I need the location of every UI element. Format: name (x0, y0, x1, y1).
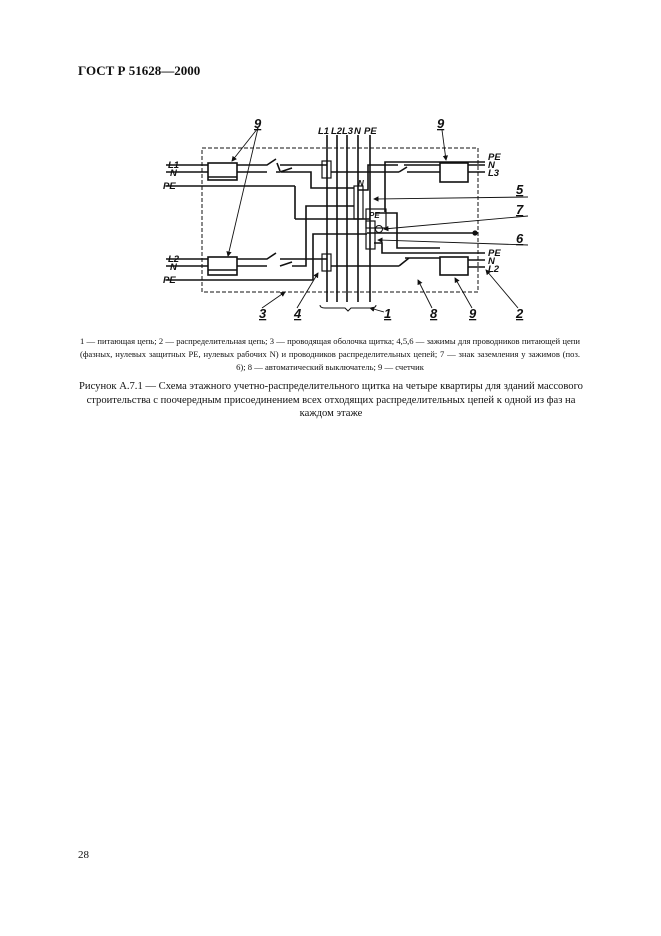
bus-label: L1 (318, 126, 329, 137)
bus-label: PE (364, 126, 377, 137)
wire-label: N (170, 168, 178, 179)
figure-legend: 1 — питающая цепь; 2 — распределительная… (80, 336, 580, 372)
callout-7: 7 (516, 202, 524, 217)
bus-label: L2 (331, 126, 343, 137)
callout-9: 9 (437, 116, 445, 131)
callout-6: 6 (516, 231, 524, 246)
wire-label: L3 (488, 168, 500, 179)
bus-label: N (354, 126, 362, 137)
wire-label: N (488, 256, 496, 267)
terminal-label: PE (369, 211, 380, 220)
wire-label: L1 (168, 160, 179, 171)
wiring-diagram: L1 L2 L3 N PE L1 N PE L2 N PE PE N L3 PE… (163, 116, 529, 321)
enclosure (201, 147, 479, 293)
wire-label: L2 (168, 254, 180, 265)
wire-label: N (488, 160, 496, 171)
callout-4: 4 (293, 306, 302, 321)
wire-label: PE (488, 152, 501, 163)
terminal-label: N (358, 179, 364, 188)
wire-label: PE (488, 248, 501, 259)
figure-caption: Рисунок А.7.1 — Схема этажного учетно-ра… (79, 381, 583, 419)
callout-5: 5 (516, 182, 524, 197)
bus-label: L3 (342, 126, 354, 137)
wire-label: PE (163, 181, 176, 192)
callout-2: 2 (515, 306, 524, 321)
callout-9: 9 (254, 116, 262, 131)
page-number: 28 (78, 849, 89, 861)
callout-8: 8 (430, 306, 438, 321)
wire-label: PE (163, 275, 176, 286)
wire-label: L2 (488, 264, 500, 275)
page-header: ГОСТ Р 51628—2000 (78, 63, 201, 78)
wire-label: N (170, 262, 178, 273)
callout-1: 1 (384, 306, 391, 321)
callout-9: 9 (469, 306, 477, 321)
callout-3: 3 (259, 306, 267, 321)
